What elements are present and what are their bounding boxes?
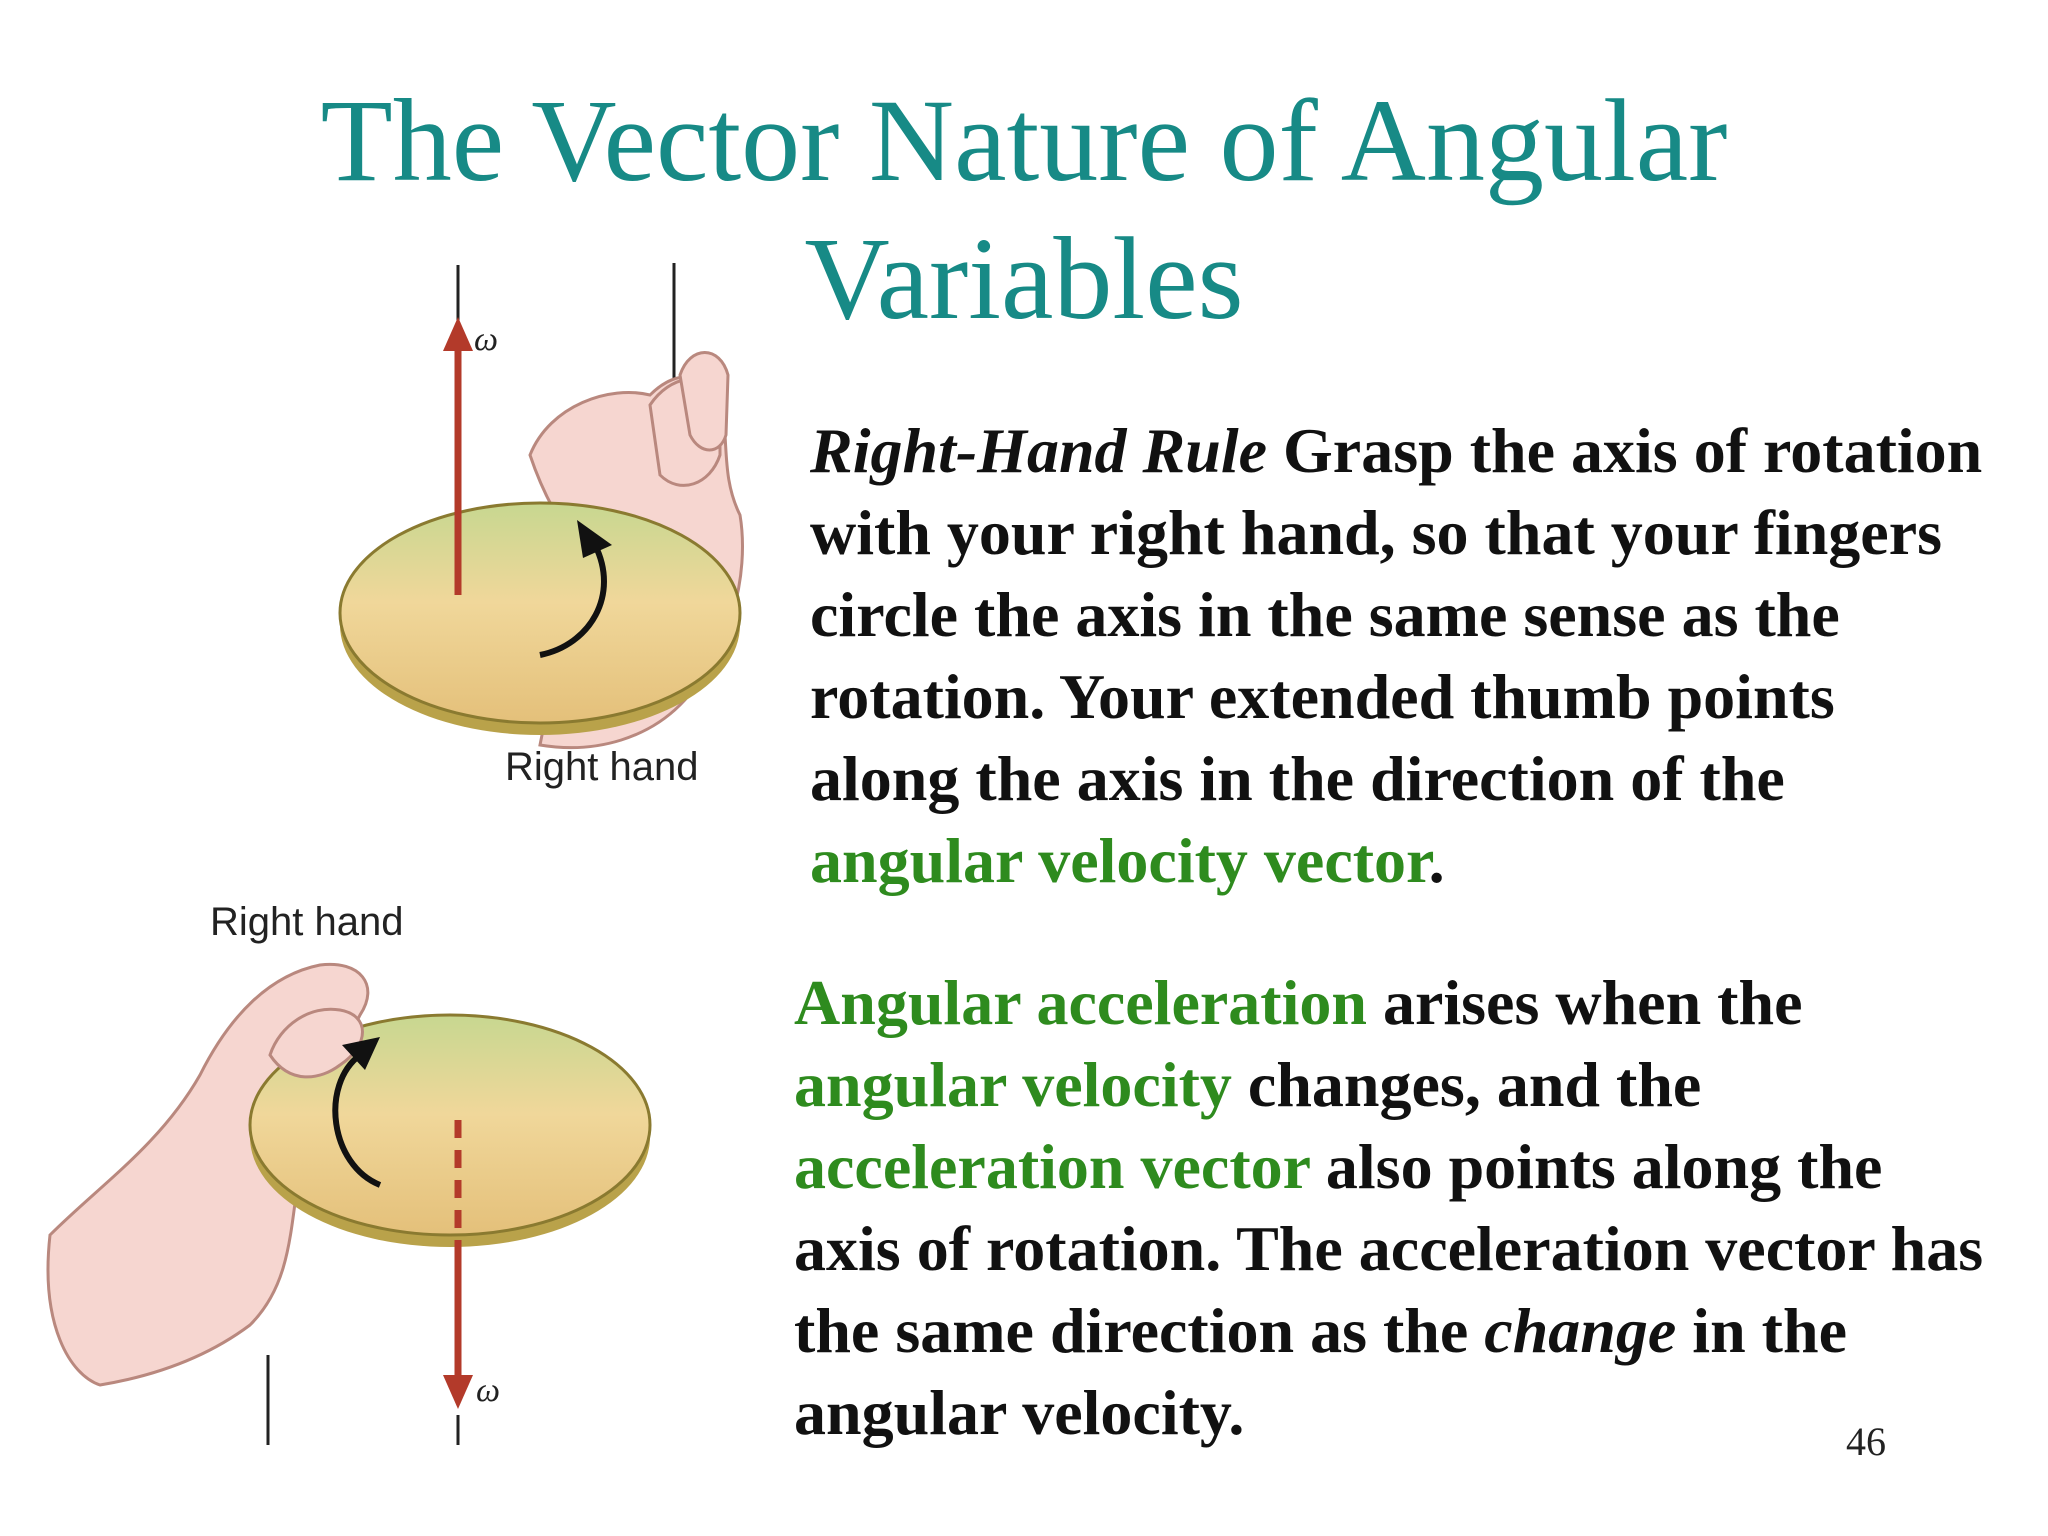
disk-illustration-bottom: Right hand ω: [46, 905, 652, 1445]
rule-text: Grasp the axis of rotation with your rig…: [810, 415, 1983, 814]
title-line-1: The Vector Nature of Angular: [320, 75, 1728, 206]
rule-name: Right-Hand Rule: [810, 415, 1267, 486]
figure-bottom-right-hand-rule: Right hand ω: [40, 905, 680, 1465]
paragraph2-text-d: in the angular velocity.: [794, 1295, 1847, 1448]
angular-velocity-term: angular velocity: [794, 1049, 1232, 1120]
omega-symbol-top: ω: [474, 321, 498, 358]
right-hand-rule-paragraph: Right-Hand Rule Grasp the axis of rotati…: [810, 410, 1990, 902]
right-hand-label-top: Right hand: [505, 745, 698, 789]
omega-symbol-bottom: ω: [476, 1372, 500, 1409]
acceleration-vector-term: acceleration vector: [794, 1131, 1310, 1202]
angular-acceleration-term: Angular acceleration: [794, 967, 1367, 1038]
page-number: 46: [1846, 1419, 1886, 1464]
paragraph2-text-a: arises when the: [1366, 967, 1803, 1038]
page-title: The Vector Nature of Angular Variables: [0, 72, 2048, 348]
rule-period: .: [1428, 825, 1445, 896]
title-line-2: Variables: [804, 213, 1244, 344]
change-emphasis: change: [1484, 1295, 1677, 1366]
angular-acceleration-paragraph: Angular acceleration arises when the ang…: [794, 962, 1994, 1454]
paragraph2-text-c: also points along the axis of rotation. …: [794, 1131, 1984, 1366]
angular-velocity-vector-term: angular velocity vector: [810, 825, 1429, 896]
paragraph2-text-b: changes, and the: [1231, 1049, 1702, 1120]
disk-illustration-top: ω Right hand: [338, 263, 744, 789]
right-hand-label-bottom: Right hand: [210, 905, 403, 944]
figure-top-right-hand-rule: ω Right hand: [250, 255, 750, 815]
